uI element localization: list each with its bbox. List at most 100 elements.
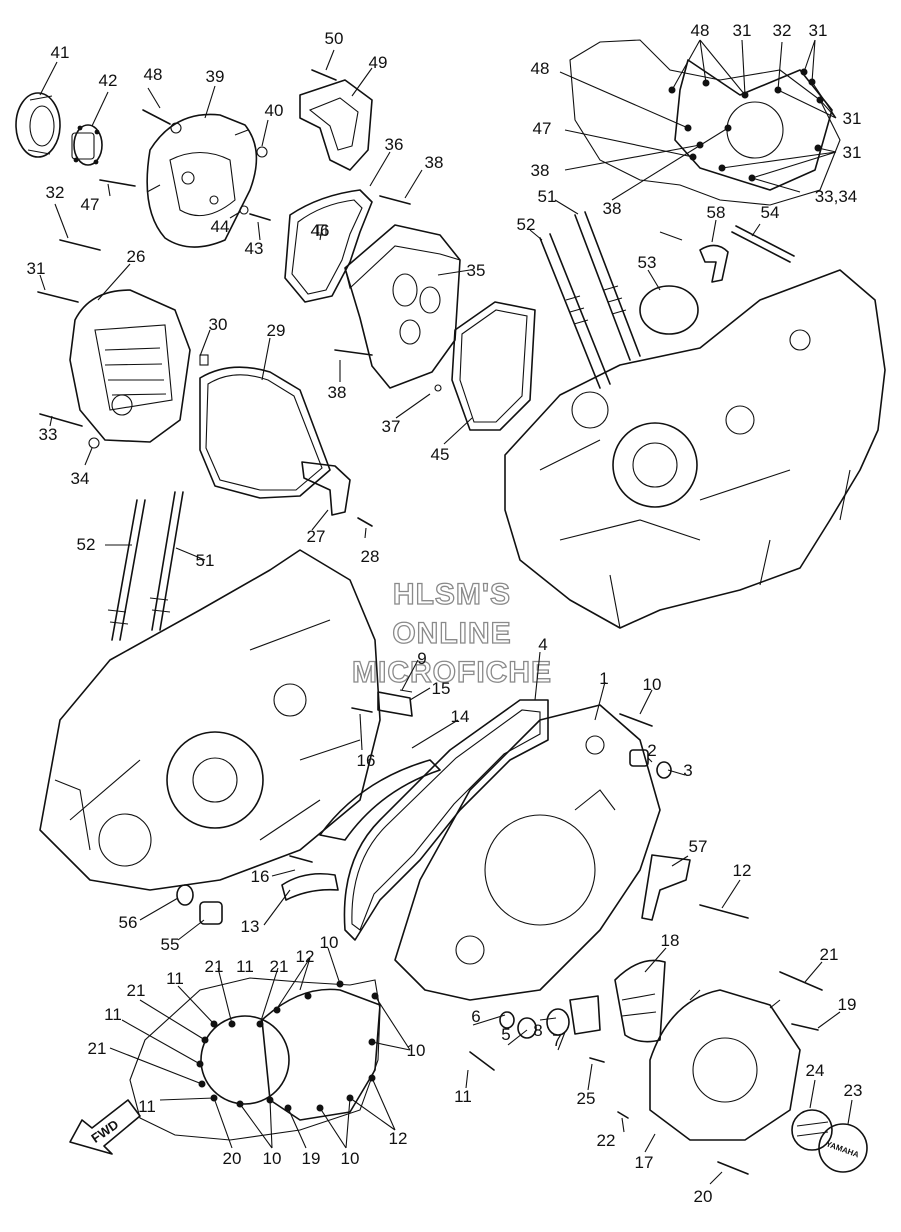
callout-21-inset-b: 21 [270, 957, 289, 976]
cap-23: YAMAHA [818, 1123, 868, 1173]
callout-48-inset-b: 48 [531, 59, 550, 78]
callout-53: 53 [638, 253, 657, 272]
callout-12-inset-top: 12 [296, 947, 315, 966]
cover-39 [146, 113, 258, 248]
callout-16-lower: 16 [251, 867, 270, 886]
callout-51-top: 51 [538, 187, 557, 206]
callout-14: 14 [451, 707, 470, 726]
callout-33-34: 33,34 [815, 187, 858, 206]
small-parts-top-left [37, 69, 442, 527]
callout-38b: 38 [328, 383, 347, 402]
callout-37: 37 [382, 417, 401, 436]
small-parts-cover-1 [469, 713, 749, 1071]
callout-11-inset-a: 11 [166, 969, 184, 988]
callout-51-left: 51 [196, 551, 215, 570]
callout-34: 34 [71, 469, 90, 488]
callout-39: 39 [206, 67, 225, 86]
callout-9: 9 [417, 649, 426, 668]
callout-18: 18 [661, 931, 680, 950]
fwd-label: FWD [88, 1117, 121, 1146]
callout-12-right: 12 [733, 861, 752, 880]
callout-43: 43 [245, 239, 264, 258]
crankcase-right-half [504, 269, 886, 629]
callout-45: 45 [431, 445, 450, 464]
callout-38-inset-b: 38 [603, 199, 622, 218]
guide-18 [614, 959, 666, 1043]
callout-25: 25 [577, 1089, 596, 1108]
cover-41 [15, 92, 61, 158]
callout-32-inset: 32 [773, 21, 792, 40]
callout-4: 4 [538, 635, 547, 654]
flange-42 [71, 124, 103, 166]
watermark-line-3: MICROFICHE [352, 656, 552, 689]
callout-23: 23 [844, 1081, 863, 1100]
callout-54: 54 [761, 203, 780, 222]
crankcase-left-half [39, 549, 381, 891]
callout-30: 30 [209, 315, 228, 334]
gasket-36 [284, 189, 373, 303]
callout-11-inset-c: 11 [104, 1005, 122, 1024]
small-parts-cover-17 [589, 971, 823, 1175]
callout-11-inset-b: 11 [236, 957, 254, 976]
studs-51-52-left [107, 491, 184, 641]
callout-21-inset-c: 21 [127, 981, 146, 1000]
callout-48-inset: 48 [691, 21, 710, 40]
pin-54 [731, 225, 795, 263]
callout-32: 32 [46, 183, 65, 202]
callout-7: 7 [552, 1031, 561, 1050]
callout-56: 56 [119, 913, 138, 932]
cover-inset-bottom-left [129, 977, 381, 1141]
callout-13: 13 [241, 917, 260, 936]
callout-5: 5 [501, 1025, 510, 1044]
gasket-45 [451, 301, 536, 431]
callout-33: 33 [39, 425, 58, 444]
callout-31: 31 [27, 259, 46, 278]
callout-28: 28 [361, 547, 380, 566]
callout-48: 48 [144, 65, 163, 84]
callout-2: 2 [647, 741, 656, 760]
o-ring-53 [639, 285, 699, 335]
callout-22: 22 [597, 1131, 616, 1150]
gasket-29 [199, 366, 331, 499]
callout-41: 41 [51, 43, 70, 62]
callout-3: 3 [683, 761, 692, 780]
callout-10-inset-right: 10 [407, 1041, 426, 1060]
callout-31-inset-d: 31 [843, 143, 862, 162]
cover-49 [299, 79, 373, 171]
cover-35 [344, 224, 461, 389]
callout-35: 35 [467, 261, 486, 280]
callout-46: 46 [311, 221, 330, 240]
callout-47-inset: 47 [533, 119, 552, 138]
watermark-line-2: ONLINE [392, 617, 511, 650]
watermark: HLSM'S ONLINE MICROFICHE [351, 577, 552, 689]
studs-51-52-top [539, 211, 641, 389]
callout-57: 57 [689, 837, 708, 856]
callout-44: 44 [211, 217, 230, 236]
callout-15: 15 [432, 679, 451, 698]
gasket-4 [343, 699, 549, 941]
callout-26: 26 [127, 247, 146, 266]
callout-21-inset-d: 21 [88, 1039, 107, 1058]
callout-24: 24 [806, 1061, 825, 1080]
callout-38: 38 [425, 153, 444, 172]
bracket-27 [301, 461, 351, 516]
callout-8: 8 [533, 1021, 542, 1040]
callout-1: 1 [599, 669, 608, 688]
callout-42: 42 [99, 71, 118, 90]
callout-17: 17 [635, 1153, 654, 1172]
callouts: 41 42 48 39 50 49 40 47 32 44 43 36 38 4… [27, 21, 863, 1206]
callout-10-inset-top: 10 [320, 933, 339, 952]
callout-10-top: 10 [643, 675, 662, 694]
callout-55: 55 [161, 935, 180, 954]
callout-10-inset-bottom-a: 10 [263, 1149, 282, 1168]
callout-52-left: 52 [77, 535, 96, 554]
callout-6: 6 [471, 1007, 480, 1026]
callout-10-inset-bottom-b: 10 [341, 1149, 360, 1168]
clip-58 [659, 231, 729, 283]
callout-27: 27 [307, 527, 326, 546]
callout-52-top: 52 [517, 215, 536, 234]
cap-24 [791, 1109, 833, 1151]
callout-20-inset: 20 [223, 1149, 242, 1168]
leader-lines [39, 39, 853, 1185]
